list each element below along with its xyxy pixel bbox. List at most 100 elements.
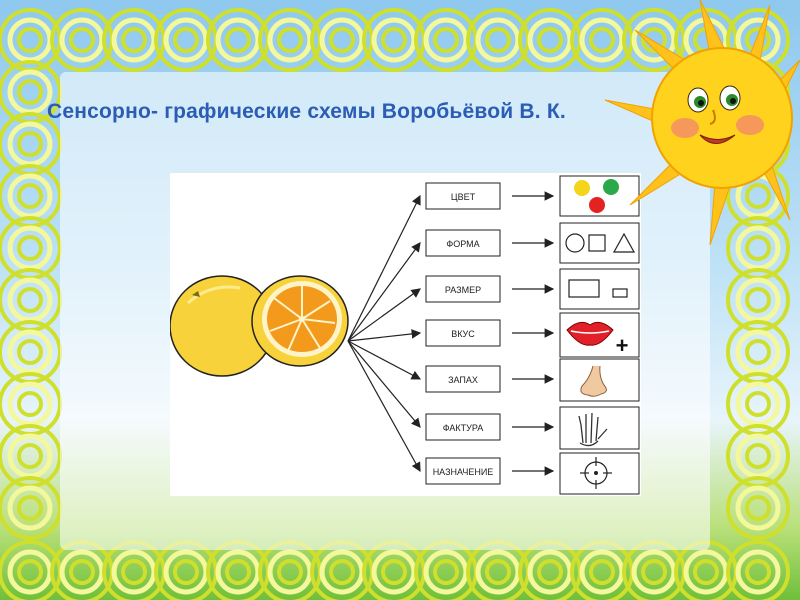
feature-label-row: НАЗНАЧЕНИЕ [425,457,555,485]
decorative-ring [277,559,303,585]
decorative-ring [7,225,53,271]
feature-label-row: ЦВЕТ [425,182,555,210]
decorative-ring [735,549,781,595]
decorative-ring [17,443,43,469]
decorative-ring [735,381,781,427]
decorative-ring [631,549,677,595]
decorative-ring [726,540,790,600]
decorative-ring [683,549,729,595]
decorative-ring [371,549,417,595]
feature-label-shape: ФОРМА [446,239,479,249]
decorative-ring [381,559,407,585]
decorative-ring [163,549,209,595]
decorative-ring [69,27,95,53]
decorative-ring [17,339,43,365]
decorative-ring [537,27,563,53]
cut-grapefruit-icon [251,275,349,367]
decorative-ring [745,559,771,585]
decorative-ring [7,69,53,115]
feature-label-texture: ФАКТУРА [443,423,484,433]
decorative-ring [433,27,459,53]
decorative-ring [745,391,771,417]
decorative-ring [319,17,365,63]
decorative-ring [69,559,95,585]
decorative-ring [225,559,251,585]
decorative-ring [433,559,459,585]
slide-title: Сенсорно- графические схемы Воробьёвой В… [47,100,566,123]
feature-label-color: ЦВЕТ [451,192,476,202]
decorative-ring [215,549,261,595]
feature-label-purpose: НАЗНАЧЕНИЕ [433,467,494,477]
decorative-ring [329,27,355,53]
decorative-ring [17,235,43,261]
decorative-ring [7,277,53,323]
decorative-ring [745,235,771,261]
decorative-ring [735,485,781,531]
decorative-ring [735,329,781,375]
decorative-ring [17,131,43,157]
decorative-ring [215,17,261,63]
fan-arrows [347,194,422,473]
nose-icon [559,358,640,402]
feature-label-taste: ВКУС [451,329,475,339]
decorative-ring [475,549,521,595]
decorative-ring [641,27,667,53]
decorative-ring [173,27,199,53]
decorative-ring [745,287,771,313]
decorative-ring [7,173,53,219]
decorative-ring [121,27,147,53]
feature-label-row: ЗАПАХ [425,365,555,393]
decorative-ring [381,27,407,53]
decorative-ring [527,549,573,595]
decorative-ring [371,17,417,63]
decorative-ring [735,433,781,479]
decorative-ring [59,549,105,595]
feature-label-size: РАЗМЕР [445,285,481,295]
decorative-ring [726,476,790,540]
decorative-ring [163,17,209,63]
decorative-ring [589,27,615,53]
whole-grapefruit-icon [170,275,275,377]
decorative-ring [59,17,105,63]
decorative-ring [579,549,625,595]
decorative-ring [17,79,43,105]
feature-label-row: ФАКТУРА [425,413,555,441]
decorative-ring [17,27,43,53]
decorative-ring [17,559,43,585]
decorative-ring [745,495,771,521]
decorative-ring [319,549,365,595]
decorative-ring [267,17,313,63]
decorative-ring [7,433,53,479]
decorative-ring [745,339,771,365]
decorative-ring [121,559,147,585]
hand-icon [559,406,640,450]
decorative-ring [173,559,199,585]
decorative-ring [527,17,573,63]
feature-label-row: ФОРМА [425,229,555,257]
decorative-ring [225,27,251,53]
decorative-ring [537,559,563,585]
feature-label-row: ВКУС [425,319,555,347]
decorative-ring [7,329,53,375]
decorative-ring [17,495,43,521]
lips-plus-icon: + [559,312,640,358]
decorative-ring [17,287,43,313]
decorative-ring [423,549,469,595]
size-rectangles-icon [559,268,640,310]
target-icon [559,452,640,495]
decorative-ring [475,17,521,63]
decorative-ring [735,277,781,323]
decorative-ring [17,391,43,417]
decorative-ring [423,17,469,63]
decorative-ring [17,183,43,209]
decorative-ring [745,443,771,469]
sensory-scheme-diagram: ЦВЕТ ФОРМА РАЗМЕР ВКУС ЗАПАХ ФАКТУРА НАЗ… [170,173,641,496]
decorative-ring [693,559,719,585]
decorative-ring [7,17,53,63]
decorative-ring [111,17,157,63]
decorative-ring [485,559,511,585]
decorative-ring [589,559,615,585]
decorative-ring [7,549,53,595]
decorative-ring [745,183,771,209]
decorative-ring [111,549,157,595]
